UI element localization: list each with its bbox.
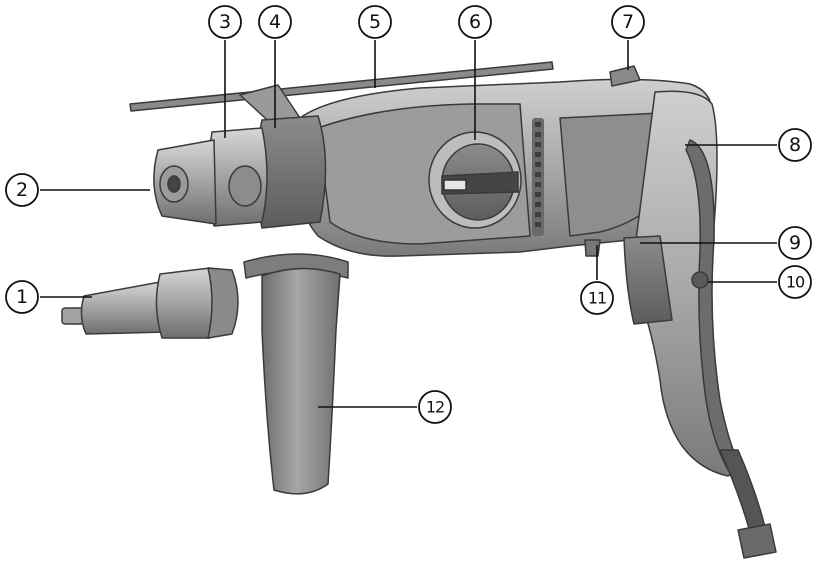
tool-holder-knob [228, 165, 262, 207]
callout-10-label: 10 [786, 273, 805, 292]
callout-3-label: 3 [219, 11, 231, 33]
callout-5: 5 [358, 5, 392, 39]
aux-handle-grip [261, 267, 341, 495]
callout-4: 4 [258, 5, 292, 39]
callout-4-label: 4 [269, 11, 281, 33]
trigger-switch [623, 235, 673, 325]
callout-1-label: 1 [16, 286, 28, 308]
callout-7: 7 [611, 5, 645, 39]
depth-stop-rod [129, 61, 554, 112]
top-switch [609, 65, 641, 87]
drill-illustration [61, 61, 777, 559]
callout-11: 11 [580, 281, 614, 315]
callout-12: 12 [418, 390, 452, 424]
callout-12-label: 12 [426, 398, 444, 417]
mode-selector-notch [443, 179, 467, 191]
callout-11-label: 11 [588, 289, 606, 308]
callout-10: 10 [778, 265, 812, 299]
callout-9: 9 [778, 226, 812, 260]
vent-grille [532, 118, 544, 236]
callout-1: 1 [5, 280, 39, 314]
callout-8-label: 8 [789, 134, 801, 156]
callout-5-label: 5 [369, 11, 381, 33]
callout-3: 3 [208, 5, 242, 39]
cable-end [737, 523, 777, 559]
callout-8: 8 [778, 128, 812, 162]
leader-lines [40, 40, 777, 408]
locking-button [691, 271, 709, 289]
callout-9-label: 9 [789, 232, 801, 254]
callout-2-label: 2 [16, 179, 28, 201]
callout-6: 6 [458, 5, 492, 39]
callout-7-label: 7 [622, 11, 634, 33]
detached-chuck [61, 267, 239, 339]
callout-2: 2 [5, 173, 39, 207]
callout-6-label: 6 [469, 11, 481, 33]
